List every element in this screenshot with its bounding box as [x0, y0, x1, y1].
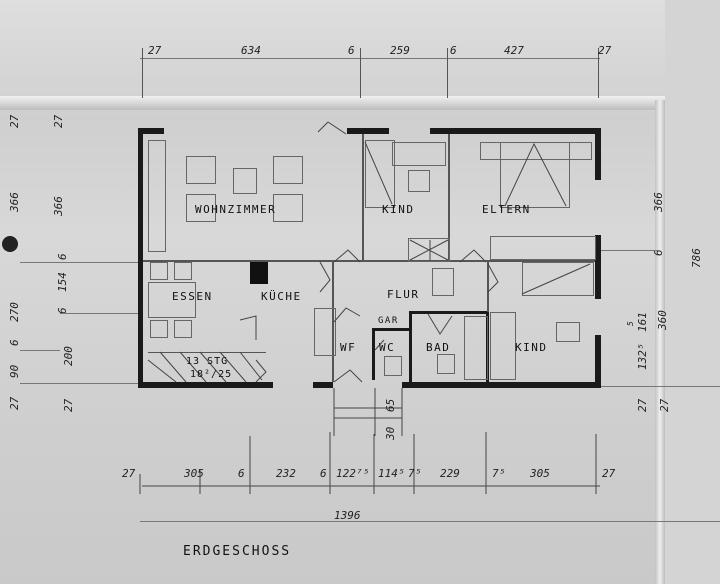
- top-dim: 27: [598, 44, 612, 57]
- total-width-dim: 1396: [334, 509, 361, 522]
- bottom-dim: 232: [276, 467, 296, 480]
- bad-wall: [409, 311, 488, 314]
- room-label-wohnzimmer: WOHNZIMMER: [195, 203, 277, 216]
- dim-line: [600, 250, 660, 251]
- bed: [365, 140, 395, 208]
- bottom-dim: 7⁵: [492, 467, 506, 480]
- exterior-wall-north: [430, 128, 600, 134]
- bottom-dim: 114⁵: [378, 467, 405, 480]
- top-dim: 6: [450, 44, 457, 57]
- exterior-wall-south: [138, 382, 273, 388]
- dim-tick: [598, 48, 599, 98]
- exterior-wall-north: [347, 128, 389, 134]
- bathtub: [464, 316, 488, 380]
- exterior-wall-west: [138, 128, 143, 388]
- bottom-dim: 27: [122, 467, 136, 480]
- toilet: [384, 356, 402, 376]
- dining-table: [148, 282, 196, 318]
- wc-wall: [372, 328, 375, 380]
- room-label-eltern: ELTERN: [482, 203, 531, 216]
- room-label-kueche: KÜCHE: [261, 290, 302, 303]
- exterior-wall-south: [402, 382, 601, 388]
- room-label-wc: WC: [379, 341, 396, 354]
- interior-wall: [332, 262, 334, 382]
- room-label-flur: FLUR: [387, 288, 420, 301]
- bottom-dim: 6: [238, 467, 245, 480]
- wardrobe: [490, 236, 596, 260]
- bottom-dim: 305: [184, 467, 204, 480]
- room-label-wf: WF: [340, 341, 357, 354]
- room-label-essen: ESSEN: [172, 290, 213, 303]
- exterior-wall-south: [313, 382, 333, 388]
- dim-line: [20, 262, 140, 263]
- wardrobe: [408, 238, 450, 262]
- interior-wall: [448, 134, 450, 260]
- plan-title: ERDGESCHOSS: [183, 544, 292, 559]
- chair: [150, 262, 168, 280]
- dim-line: [600, 386, 720, 387]
- kitchen-counter: [314, 308, 336, 356]
- chair: [174, 320, 192, 338]
- interior-wall: [143, 260, 595, 262]
- chair: [174, 262, 192, 280]
- bottom-dim: 305: [530, 467, 550, 480]
- dim-line: [20, 350, 60, 351]
- paper-fold-vertical: [655, 100, 665, 584]
- bottom-dim: 27: [602, 467, 616, 480]
- armchair: [186, 194, 216, 222]
- top-dimension-line: [140, 58, 600, 59]
- coffee-table: [233, 168, 257, 194]
- armchair: [273, 156, 303, 184]
- bottom-dim: 122⁷⁵: [336, 467, 370, 480]
- room-label-bad: BAD: [426, 341, 451, 354]
- bottom-dim: 7⁵: [408, 467, 422, 480]
- bottom-dim: 229: [440, 467, 460, 480]
- room-label-garderobe: GAR: [378, 316, 399, 326]
- wardrobe: [392, 142, 446, 166]
- bad-wall: [409, 311, 412, 382]
- bed: [522, 262, 594, 296]
- dim-line: [20, 383, 140, 384]
- dim-tick: [360, 48, 361, 98]
- exterior-wall-east: [595, 128, 601, 180]
- top-dim: 6: [348, 44, 355, 57]
- exterior-wall-east: [595, 335, 601, 387]
- interior-wall: [487, 262, 489, 312]
- wc-wall: [372, 328, 412, 331]
- stairs-label: 13 STG: [186, 356, 229, 367]
- top-dim: 427: [504, 44, 524, 57]
- paper-flap: [665, 0, 720, 584]
- wardrobe: [480, 142, 592, 160]
- entrance-dim: 30: [384, 426, 397, 440]
- armchair: [273, 194, 303, 222]
- stairs-ratio: 18²/25: [190, 369, 233, 380]
- top-dim: 634: [241, 44, 261, 57]
- desk: [408, 170, 430, 192]
- dim-tick: [142, 48, 143, 98]
- armchair: [186, 156, 216, 184]
- cabinet: [432, 268, 454, 296]
- top-dim: 27: [148, 44, 162, 57]
- room-label-kind: KIND: [382, 203, 415, 216]
- top-dim: 259: [390, 44, 410, 57]
- desk: [556, 322, 580, 342]
- sink: [437, 354, 455, 374]
- exterior-wall-east: [595, 235, 601, 299]
- punch-hole: [2, 236, 18, 252]
- dim-line: [140, 521, 720, 522]
- exterior-wall-north: [138, 128, 164, 134]
- cabinet: [490, 312, 516, 380]
- chair: [150, 320, 168, 338]
- sideboard: [148, 140, 166, 252]
- interior-wall: [362, 134, 364, 260]
- bottom-dim: 6: [320, 467, 327, 480]
- paper-fold-horizontal: [0, 96, 720, 110]
- stair-edge: [148, 352, 266, 353]
- dim-line: [60, 313, 140, 314]
- dim-tick: [447, 48, 448, 98]
- room-label-kind-2: KIND: [515, 341, 548, 354]
- entrance-dim: 65: [384, 398, 397, 412]
